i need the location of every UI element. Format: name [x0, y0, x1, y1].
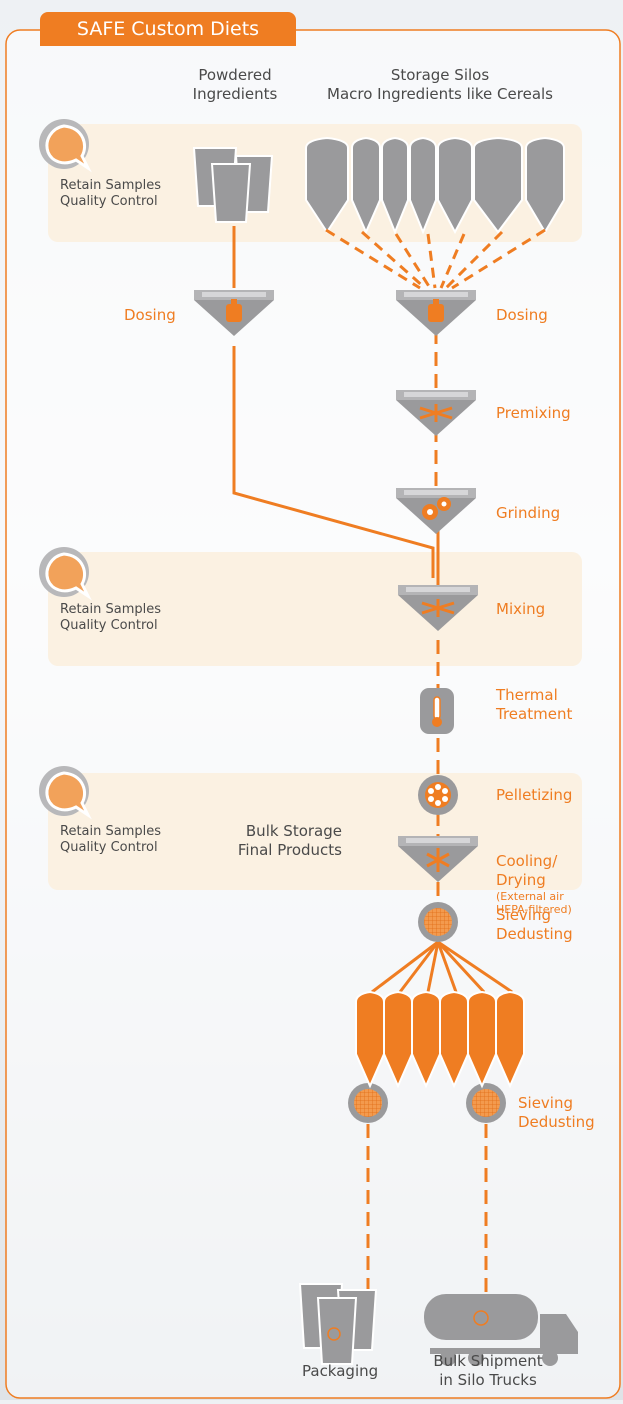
sieve-icon-2	[348, 1083, 388, 1123]
thermal-label: Thermal Treatment	[496, 686, 572, 724]
qc-label-2-line1: Retain Samples	[60, 602, 162, 617]
qc-label-3-line2: Quality Control	[60, 840, 158, 855]
packaging-bags-icon	[298, 1283, 378, 1365]
pelletizing-label: Pelletizing	[496, 786, 573, 804]
powdered-label-line2: Ingredients	[192, 85, 278, 103]
storage-silos-icon	[305, 136, 565, 235]
storage-silo	[381, 136, 409, 235]
quality-q-icon-1	[39, 119, 92, 173]
storage-silo	[525, 136, 565, 234]
mixing-hopper	[398, 585, 478, 631]
silos-label: Storage Silos Macro Ingredients like Cer…	[304, 66, 576, 104]
band-mid	[48, 552, 582, 666]
thermal-label-line2: Treatment	[496, 705, 573, 723]
qc-label-3: Retain Samples Quality Control	[60, 824, 161, 856]
flow-lines	[232, 226, 546, 1300]
storage-silo	[409, 136, 437, 235]
pelletizer-icon	[418, 775, 458, 815]
silos-label-line2: Macro Ingredients like Cereals	[327, 85, 553, 103]
qc-label-3-line1: Retain Samples	[60, 824, 162, 839]
qc-label-2-line2: Quality Control	[60, 618, 158, 633]
bulk-storage-label-line1: Bulk Storage	[245, 822, 342, 840]
storage-silo	[305, 136, 349, 234]
bulk-storage-label-line2: Final Products	[237, 841, 342, 859]
sieve-icon-1	[418, 902, 458, 942]
qc-label-1: Retain Samples Quality Control	[60, 178, 161, 210]
sieving-label-1: Sieving Dedusting	[496, 906, 573, 944]
sieving-label-2: Sieving Dedusting	[518, 1094, 595, 1132]
quality-q-icon-3	[39, 766, 92, 820]
thermal-treatment-icon	[420, 688, 454, 734]
cooling-label-line2: Drying	[496, 871, 546, 889]
premixing-hopper	[396, 390, 476, 436]
shipment-label: Bulk Shipment in Silo Trucks	[430, 1352, 546, 1390]
bulk-storage-label: Bulk Storage Final Products	[224, 822, 342, 860]
mixing-label: Mixing	[496, 600, 546, 618]
qc-label-2: Retain Samples Quality Control	[60, 602, 161, 634]
storage-silo	[351, 136, 381, 235]
cooling-note-line2: HEPA-filtered)	[496, 903, 572, 916]
grinding-hopper	[396, 488, 476, 534]
sieving-label-2-line1: Sieving	[518, 1094, 573, 1112]
bulk-storage-silos-icon	[355, 990, 525, 1089]
thermal-label-line1: Thermal	[496, 686, 558, 704]
cooling-hopper	[398, 836, 478, 882]
qc-label-1-line2: Quality Control	[60, 194, 158, 209]
powdered-label: Powdered Ingredients	[180, 66, 290, 104]
grinding-label: Grinding	[496, 504, 561, 522]
sieving-label-1-line2: Dedusting	[496, 925, 573, 943]
qc-label-1-line1: Retain Samples	[60, 178, 162, 193]
diagram-title: SAFE Custom Diets	[40, 12, 296, 46]
storage-silo	[437, 136, 473, 235]
storage-silo	[473, 136, 523, 234]
silo-truck-icon	[424, 1294, 578, 1366]
shipment-label-line2: in Silo Trucks	[439, 1371, 537, 1389]
dosing-left-label: Dosing	[124, 306, 176, 324]
dosing-hopper-right	[396, 290, 476, 336]
cooling-note-line1: (External air	[496, 890, 564, 903]
powdered-label-line1: Powdered	[198, 66, 272, 84]
quality-q-icon-2	[39, 547, 92, 601]
packaging-label: Packaging	[302, 1362, 379, 1380]
sieve-icon-3	[466, 1083, 506, 1123]
powdered-bags-icon	[192, 147, 274, 223]
bulk-silo	[495, 990, 525, 1089]
shipment-label-line1: Bulk Shipment	[433, 1352, 543, 1370]
premixing-label: Premixing	[496, 404, 571, 422]
sieving-label-1-line1: Sieving	[496, 906, 551, 924]
dosing-right-label: Dosing	[496, 306, 548, 324]
sieving-label-2-line2: Dedusting	[518, 1113, 595, 1131]
hoppers	[194, 290, 478, 882]
cooling-label-line1: Cooling/	[496, 852, 558, 870]
silos-label-line1: Storage Silos	[390, 66, 490, 84]
cooling-label: Cooling/ Drying (External air HEPA-filte…	[496, 852, 572, 916]
dosing-hopper-left	[194, 290, 274, 336]
